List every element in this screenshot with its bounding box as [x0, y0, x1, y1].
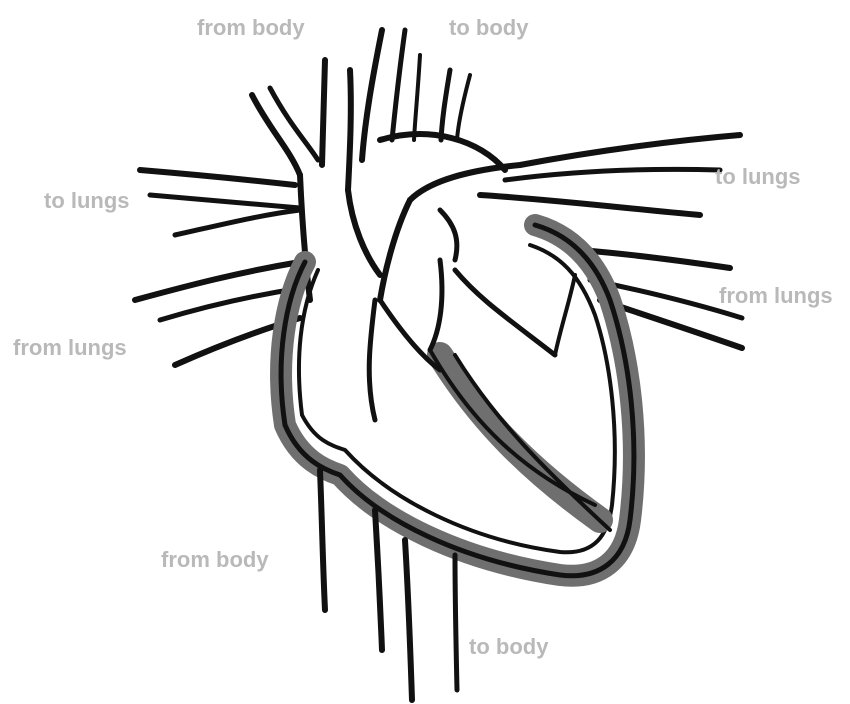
label-to-body-top: to body [449, 17, 528, 39]
aortic-arch [348, 30, 505, 275]
label-to-body-bottom: to body [469, 636, 548, 658]
label-from-lungs-right: from lungs [719, 285, 833, 307]
label-from-lungs-left: from lungs [13, 337, 127, 359]
label-from-body-bottom: from body [161, 549, 269, 571]
label-to-lungs-left: to lungs [44, 190, 130, 212]
label-from-body-top: from body [197, 17, 305, 39]
heart-wall [281, 225, 634, 576]
label-to-lungs-right: to lungs [715, 166, 801, 188]
descending-aorta [405, 540, 457, 700]
